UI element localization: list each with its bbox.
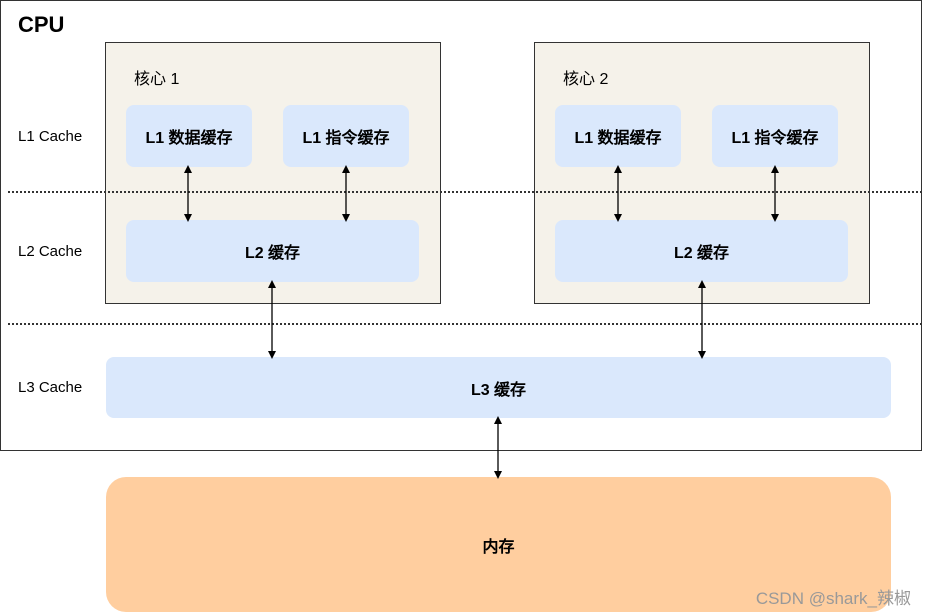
core-1-l1-data-cache: L1 数据缓存 — [126, 105, 252, 167]
l1-l2-divider — [8, 191, 922, 193]
l3-cache-label: L3 Cache — [18, 379, 83, 396]
l1-cache-label: L1 Cache — [18, 128, 83, 145]
core-2-l1-instruction-cache: L1 指令缓存 — [712, 105, 838, 167]
main-memory: 内存 — [106, 477, 891, 612]
core-2-title: 核心 2 — [563, 71, 609, 88]
core-2-l1-data-cache: L1 数据缓存 — [555, 105, 681, 167]
watermark: CSDN @shark_辣椒 — [755, 589, 911, 608]
cpu-title: CPU — [18, 12, 65, 37]
core-2-l2-cache: L2 缓存 — [555, 220, 848, 282]
core-1-l1-instruction-cache: L1 指令缓存 — [283, 105, 409, 167]
l2-l3-divider — [8, 323, 922, 325]
core-1-title: 核心 1 — [134, 71, 180, 88]
core-1-l2-cache: L2 缓存 — [126, 220, 419, 282]
l2-cache-label: L2 Cache — [18, 243, 83, 260]
l3-cache: L3 缓存 — [106, 357, 891, 418]
